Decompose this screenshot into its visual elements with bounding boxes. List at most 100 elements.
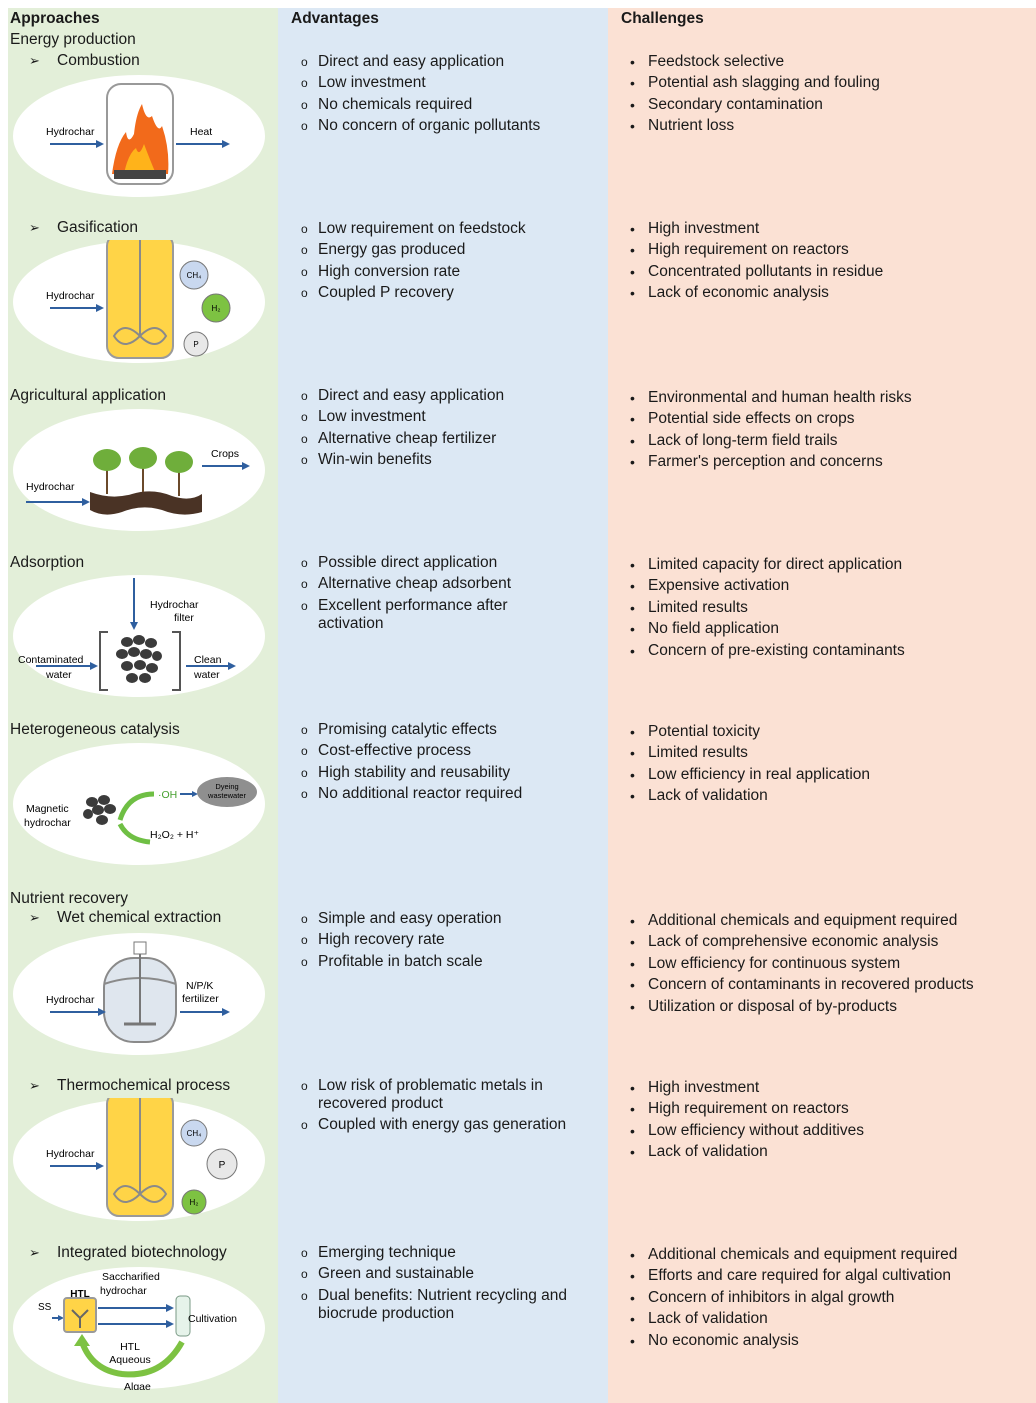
h2o2-label: H₂O₂ + H⁺ <box>150 829 199 841</box>
list-item: Lack of comprehensive economic analysis <box>618 933 1036 951</box>
list-item: Low investment <box>288 408 598 426</box>
clean-water-label: Clean <box>194 654 222 666</box>
nutrient-recovery-label: Nutrient recovery <box>10 890 129 907</box>
list-item: Green and sustainable <box>288 1265 588 1283</box>
advantages-column <box>278 8 608 1403</box>
advantages-agricultural: Direct and easy application Low investme… <box>288 387 598 473</box>
advantages-thermochemical: Low risk of problematic metals in recove… <box>288 1077 588 1138</box>
hydrochar-particles-icon <box>116 635 162 683</box>
list-item: Efforts and care required for algal cult… <box>618 1267 1033 1285</box>
algae-cycle-arrow-icon <box>79 1340 185 1378</box>
list-item: No chemicals required <box>288 96 598 114</box>
npk-label: N/P/K <box>186 980 213 992</box>
thermochemical-label: ➢Thermochemical process <box>29 1077 231 1094</box>
list-item: Coupled with energy gas generation <box>288 1116 588 1134</box>
list-item: Low efficiency in real application <box>618 766 1033 784</box>
list-item: Low efficiency without additives <box>618 1122 1033 1140</box>
list-item: Concern of inhibitors in algal growth <box>618 1289 1033 1307</box>
hydrochar-label: Hydrochar <box>46 290 95 302</box>
list-item: High recovery rate <box>288 931 598 949</box>
list-item: No economic analysis <box>618 1332 1033 1350</box>
heat-label: Heat <box>190 126 212 138</box>
crop-icon <box>93 447 193 473</box>
challenges-catalysis: Potential toxicity Limited results Low e… <box>618 723 1033 809</box>
advantages-gasification: Low requirement on feedstock Energy gas … <box>288 220 598 306</box>
list-item: Promising catalytic effects <box>288 721 598 739</box>
list-item: Alternative cheap adsorbent <box>288 575 573 593</box>
fertilizer-label: fertilizer <box>182 993 219 1005</box>
htl-label: HTL <box>70 1289 89 1300</box>
list-item: Nutrient loss <box>618 117 1033 135</box>
list-item: No additional reactor required <box>288 785 598 803</box>
hydrochar-label: hydrochar <box>24 817 71 829</box>
p-bubble-icon <box>183 331 209 357</box>
list-item: Environmental and human health risks <box>618 389 1033 407</box>
challenges-combustion: Feedstock selective Potential ash slaggi… <box>618 53 1033 139</box>
arrow-marker-icon: ➢ <box>29 1078 40 1093</box>
aqueous-label: Aqueous <box>109 1354 150 1366</box>
water-label: water <box>193 669 220 681</box>
list-item: Excellent performance after activation <box>288 597 573 633</box>
hydrochar-label: Hydrochar <box>46 1148 95 1160</box>
oh-label: ·OH <box>158 789 177 801</box>
list-item: Expensive activation <box>618 577 1033 595</box>
water-label: water <box>45 669 72 681</box>
dyeing-wastewater-icon <box>197 777 257 807</box>
soil-icon <box>90 491 202 515</box>
list-item: Profitable in batch scale <box>288 953 598 971</box>
hydrochar-filter-label: Hydrochar <box>150 599 199 611</box>
list-item: Lack of validation <box>618 787 1033 805</box>
hydrochar-label: Hydrochar <box>46 126 95 138</box>
challenges-thermochemical: High investment High requirement on reac… <box>618 1079 1033 1165</box>
list-item: Concern of contaminants in recovered pro… <box>618 976 1036 994</box>
list-item: Additional chemicals and equipment requi… <box>618 912 1036 930</box>
list-item: Secondary contamination <box>618 96 1033 114</box>
energy-production-label: Energy production <box>10 31 136 48</box>
list-item: High conversion rate <box>288 263 598 281</box>
list-item: Concentrated pollutants in residue <box>618 263 1033 281</box>
cultivation-label: Cultivation <box>188 1313 237 1325</box>
list-item: Low efficiency for continuous system <box>618 955 1036 973</box>
ch4-label: CH₄ <box>187 271 202 280</box>
integrated-diagram: SS HTL Saccharified hydrochar Cultivatio… <box>13 1267 265 1390</box>
hydrochar-label: hydrochar <box>100 1285 147 1297</box>
list-item: Low requirement on feedstock <box>288 220 598 238</box>
wet-chemical-label: ➢Wet chemical extraction <box>29 909 222 926</box>
list-item: Lack of long-term field trails <box>618 432 1033 450</box>
agricultural-label: Agricultural application <box>10 387 166 404</box>
saccharified-label: Saccharified <box>102 1271 160 1283</box>
advantages-combustion: Direct and easy application Low investme… <box>288 53 598 139</box>
list-item: High requirement on reactors <box>618 1100 1033 1118</box>
h2-bubble-icon <box>201 293 231 323</box>
cultivation-bottle-icon <box>175 1295 191 1337</box>
list-item: Concern of pre-existing contaminants <box>618 642 1033 660</box>
wet-chemical-diagram: Hydrochar N/P/K fertilizer <box>13 933 265 1055</box>
challenges-integrated: Additional chemicals and equipment requi… <box>618 1246 1033 1353</box>
challenges-agricultural: Environmental and human health risks Pot… <box>618 389 1033 475</box>
hydrochar-label: Hydrochar <box>26 481 75 493</box>
ss-label: SS <box>38 1302 52 1313</box>
ch4-bubble-icon <box>180 1119 208 1147</box>
list-item: No field application <box>618 620 1033 638</box>
crops-label: Crops <box>211 448 239 460</box>
list-item: Energy gas produced <box>288 241 598 259</box>
list-item: Direct and easy application <box>288 53 598 71</box>
arrow-marker-icon: ➢ <box>29 53 40 68</box>
list-item: Low risk of problematic metals in recove… <box>288 1077 588 1113</box>
filter-label: filter <box>174 612 194 624</box>
list-item: Limited capacity for direct application <box>618 556 1033 574</box>
list-item: Low investment <box>288 74 598 92</box>
wastewater-label: wastewater <box>207 791 246 800</box>
dyeing-label: Dyeing <box>215 782 238 791</box>
advantages-integrated: Emerging technique Green and sustainable… <box>288 1244 588 1326</box>
list-item: Feedstock selective <box>618 53 1033 71</box>
p-label: P <box>219 1160 226 1171</box>
list-item: Limited results <box>618 744 1033 762</box>
challenges-wet-chemical: Additional chemicals and equipment requi… <box>618 912 1036 1019</box>
list-item: Lack of validation <box>618 1310 1033 1328</box>
advantages-header: Advantages <box>291 10 379 27</box>
challenges-column <box>608 8 1036 1403</box>
p-label: P <box>193 340 198 349</box>
ch4-bubble-icon <box>179 260 209 290</box>
list-item: Lack of economic analysis <box>618 284 1033 302</box>
